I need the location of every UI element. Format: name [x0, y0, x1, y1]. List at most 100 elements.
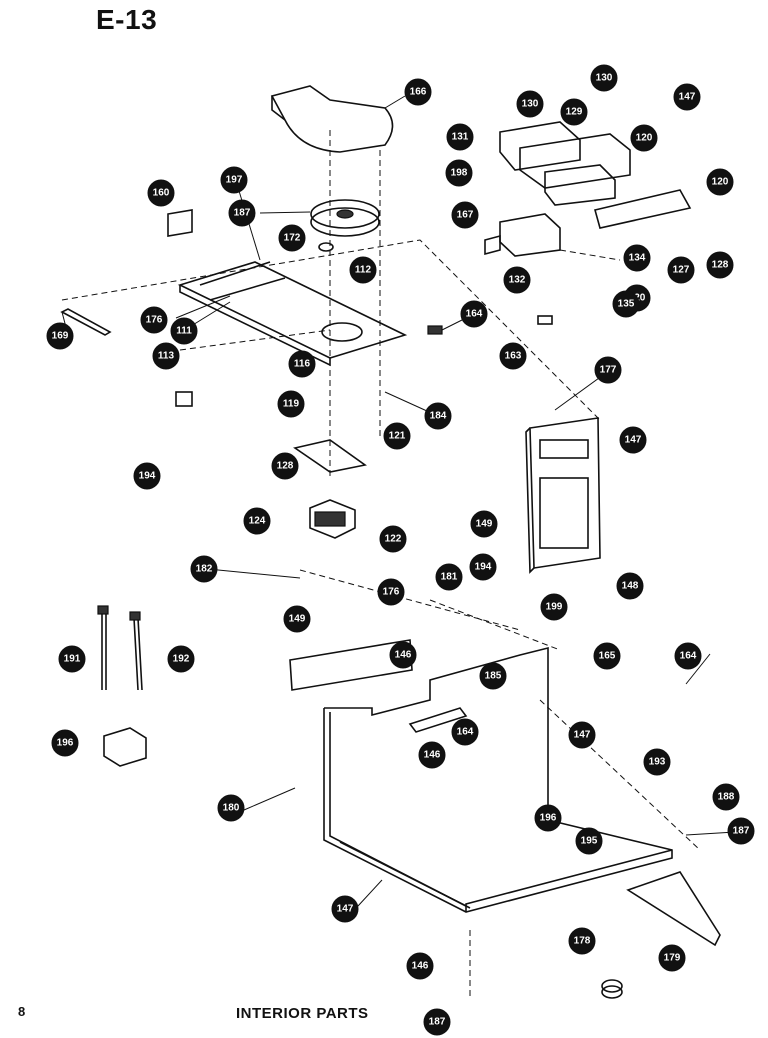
- callout-label: 187: [733, 826, 750, 837]
- callout-148: 148: [616, 572, 644, 600]
- callout-circle: [727, 817, 755, 845]
- callout-circle: [658, 944, 686, 972]
- callout-134: 134: [623, 244, 651, 272]
- callout-146: 146: [418, 741, 446, 769]
- callout-label: 119: [283, 399, 300, 410]
- callout-111: 111: [170, 317, 198, 345]
- callout-circle: [594, 356, 622, 384]
- callout-label: 120: [636, 133, 653, 144]
- callout-circle: [152, 342, 180, 370]
- callout-circle: [133, 462, 161, 490]
- callout-label: 146: [395, 650, 412, 661]
- callout-label: 163: [505, 351, 522, 362]
- callout-179: 179: [658, 944, 686, 972]
- callout-label: 164: [680, 651, 697, 662]
- callout-178: 178: [568, 927, 596, 955]
- callout-circle: [288, 350, 316, 378]
- callout-label: 147: [574, 730, 591, 741]
- callout-label: 169: [52, 331, 69, 342]
- callout-label: 185: [485, 671, 502, 682]
- callout-112: 112: [349, 256, 377, 284]
- callout-circle: [706, 168, 734, 196]
- callout-146: 146: [389, 641, 417, 669]
- blower-duct-part: [270, 85, 394, 153]
- callout-label: 194: [475, 562, 492, 573]
- callout-label: 160: [153, 188, 170, 199]
- callout-172: 172: [278, 224, 306, 252]
- callout-label: 147: [625, 435, 642, 446]
- chassis-base-part: [323, 646, 673, 913]
- callout-circle: [277, 390, 305, 418]
- assembly-guide-lines: [61, 130, 701, 1000]
- callout-label: 164: [466, 309, 483, 320]
- page-number: 8: [18, 1004, 26, 1019]
- callout-circle: [58, 645, 86, 673]
- callout-circle: [228, 199, 256, 227]
- callout-circle: [712, 783, 740, 811]
- callout-circle: [170, 317, 198, 345]
- cover-plate-part: [289, 639, 413, 691]
- callout-label: 165: [599, 651, 616, 662]
- callout-180: 180: [217, 794, 245, 822]
- callout-circle: [568, 721, 596, 749]
- callout-116: 116: [288, 350, 316, 378]
- callout-circle: [331, 895, 359, 923]
- callout-circle: [379, 525, 407, 553]
- callout-circle: [470, 510, 498, 538]
- door-pin-part: [601, 979, 623, 999]
- callout-164: 164: [674, 642, 702, 670]
- callout-circle: [220, 166, 248, 194]
- callout-circle: [540, 593, 568, 621]
- callout-147: 147: [673, 83, 701, 111]
- callout-177: 177: [594, 356, 622, 384]
- callout-181: 181: [435, 563, 463, 591]
- callout-195: 195: [575, 827, 603, 855]
- callout-196: 196: [51, 729, 79, 757]
- callout-circle: [51, 729, 79, 757]
- callout-circle: [418, 741, 446, 769]
- connector-part: [427, 315, 553, 335]
- switch-assembly-part: [484, 121, 692, 257]
- callout-label: 177: [600, 365, 617, 376]
- callout-163: 163: [499, 342, 527, 370]
- callout-label: 146: [412, 961, 429, 972]
- callout-circle: [630, 124, 658, 152]
- callout-label: 130: [522, 99, 539, 110]
- callout-label: 135: [618, 299, 635, 310]
- callout-122: 122: [379, 525, 407, 553]
- callout-label: 164: [457, 727, 474, 738]
- callout-188: 188: [712, 783, 740, 811]
- callout-circle: [619, 426, 647, 454]
- callout-label: 113: [158, 351, 175, 362]
- callout-label: 134: [629, 253, 646, 264]
- callout-circle: [278, 224, 306, 252]
- callout-164: 164: [451, 718, 479, 746]
- callout-circle: [560, 98, 588, 126]
- callout-149: 149: [470, 510, 498, 538]
- callout-circle: [404, 78, 432, 106]
- callout-label: 127: [673, 265, 690, 276]
- callout-label: 184: [430, 411, 447, 422]
- callout-191: 191: [58, 645, 86, 673]
- latch-handle-part: [626, 871, 721, 947]
- callout-circle: [377, 578, 405, 606]
- callout-label: 129: [566, 107, 583, 118]
- callout-circle: [140, 306, 168, 334]
- callout-187: 187: [727, 817, 755, 845]
- callout-label: 187: [429, 1017, 446, 1028]
- callout-165: 165: [593, 642, 621, 670]
- guide-rail-part: [60, 308, 112, 336]
- callout-label: 146: [424, 750, 441, 761]
- callout-label: 196: [57, 738, 74, 749]
- callout-label: 147: [679, 92, 696, 103]
- callout-185: 185: [479, 662, 507, 690]
- callout-circle: [243, 507, 271, 535]
- callout-circle: [623, 244, 651, 272]
- callout-147: 147: [568, 721, 596, 749]
- callout-label: 131: [452, 132, 469, 143]
- callout-group: 1661301301471311291201981201671601871971…: [46, 64, 755, 1036]
- callout-193: 193: [643, 748, 671, 776]
- callout-label: 122: [385, 534, 402, 545]
- label-tag-part: [167, 209, 193, 237]
